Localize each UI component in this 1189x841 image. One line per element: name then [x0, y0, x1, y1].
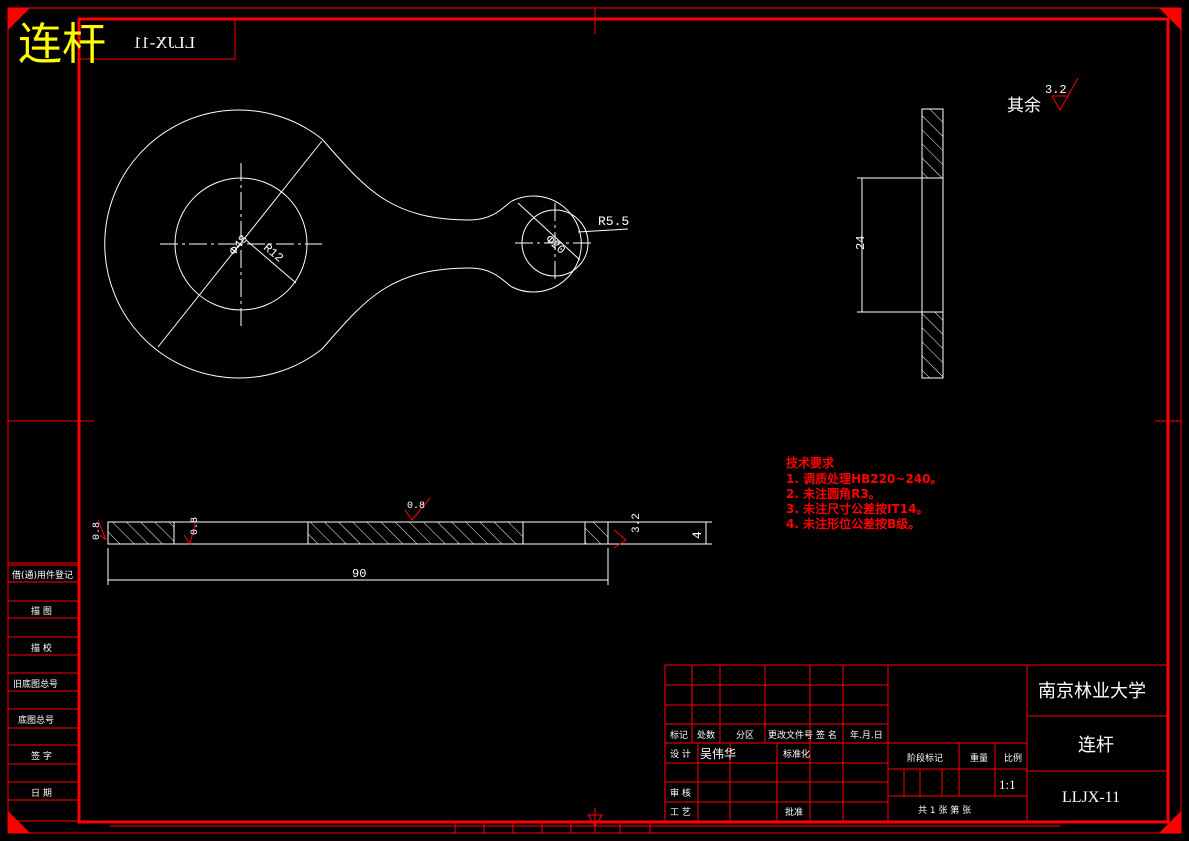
dim-thickness: 4	[690, 531, 705, 539]
title-block-grid	[664, 664, 1169, 822]
section-view	[107, 521, 712, 585]
dim-side-height: 24	[854, 236, 868, 250]
tech-req-item: 1. 调质处理HB220~240。	[786, 471, 942, 486]
surface-finish-value: 3.2	[1045, 83, 1067, 97]
tb-header: 分区	[736, 730, 754, 741]
tb-design-label: 设 计	[670, 748, 691, 760]
dim-small-dia: Φ20	[543, 233, 568, 258]
rough-left2: 0.8	[190, 517, 201, 535]
stamp-label: 签 字	[31, 750, 52, 762]
tb-weight-label: 重量	[970, 752, 988, 764]
tb-part-name: 连杆	[1078, 735, 1114, 756]
rough-top: 0.8	[407, 501, 425, 512]
tb-drawing-code: LLJX-11	[1062, 789, 1120, 806]
tech-req-title: 技术要求	[786, 455, 835, 470]
mirrored-code: LLJX-11	[133, 33, 195, 52]
dim-line-big-r	[245, 239, 297, 284]
stamp-label: 底图总号	[18, 714, 54, 726]
rough-right: 3.2	[631, 513, 643, 533]
corner-mark	[8, 811, 30, 833]
tb-review-label: 审 核	[670, 787, 691, 799]
stamp-label: 日 期	[31, 788, 52, 799]
inner-frame	[77, 17, 1170, 824]
roughness-symbol	[1051, 77, 1079, 112]
tech-req-item: 4. 未注形位公差按B级。	[786, 516, 920, 531]
tb-approve-label: 批准	[785, 806, 803, 818]
orientation-arrow-bottom	[587, 814, 603, 827]
link-outline	[104, 109, 582, 379]
dim-big-dia: Φ48	[227, 232, 251, 258]
outer-frame	[7, 7, 1182, 834]
dim-big-r: R12	[260, 241, 286, 266]
stamp-label: 描 校	[31, 642, 52, 654]
tech-req-item: 3. 未注尺寸公差按IT14。	[786, 501, 928, 516]
tb-designer-name: 吴伟华	[700, 747, 736, 761]
dim-line-small-r	[577, 228, 629, 233]
drawing-title-overlay: 连杆	[18, 19, 106, 70]
tb-header: 处数	[697, 729, 715, 741]
front-view	[104, 109, 629, 379]
tb-header: 标记	[670, 729, 688, 741]
stamp-label: 借(通)用件登记	[12, 569, 73, 581]
tb-scale-value: 1:1	[999, 777, 1016, 792]
corner-mark	[1159, 8, 1181, 30]
dim-length: 90	[352, 567, 366, 581]
dim-line-big-dia	[157, 140, 323, 348]
centering-marks	[8, 8, 1181, 833]
tb-stage-label: 阶段标记	[907, 752, 943, 764]
tb-process-label: 工 艺	[670, 807, 691, 818]
tech-req-item: 2. 未注圆角R3。	[786, 486, 881, 501]
tb-scale-label: 比例	[1004, 752, 1022, 764]
stamp-label: 描 图	[31, 605, 52, 617]
corner-mark	[8, 8, 30, 30]
dim-small-r: R5.5	[598, 214, 629, 229]
surface-finish-label: 其余	[1007, 96, 1041, 116]
tb-header: 签 名	[816, 729, 837, 741]
tb-university: 南京林业大学	[1038, 681, 1146, 702]
corner-mark	[1159, 811, 1181, 833]
tb-standard-label: 标准化	[783, 748, 810, 760]
stamp-label: 旧底图总号	[13, 678, 58, 690]
tb-header: 年.月.日	[850, 729, 883, 741]
dim-line-small-dia	[517, 202, 581, 261]
left-stamp-grid	[7, 562, 80, 822]
rough-left: 0.8	[92, 522, 103, 540]
tb-sheet-text: 共 1 张 第 张	[918, 804, 971, 816]
side-view	[857, 108, 944, 379]
tb-header: 更改文件号	[768, 729, 813, 741]
code-box	[78, 18, 236, 60]
